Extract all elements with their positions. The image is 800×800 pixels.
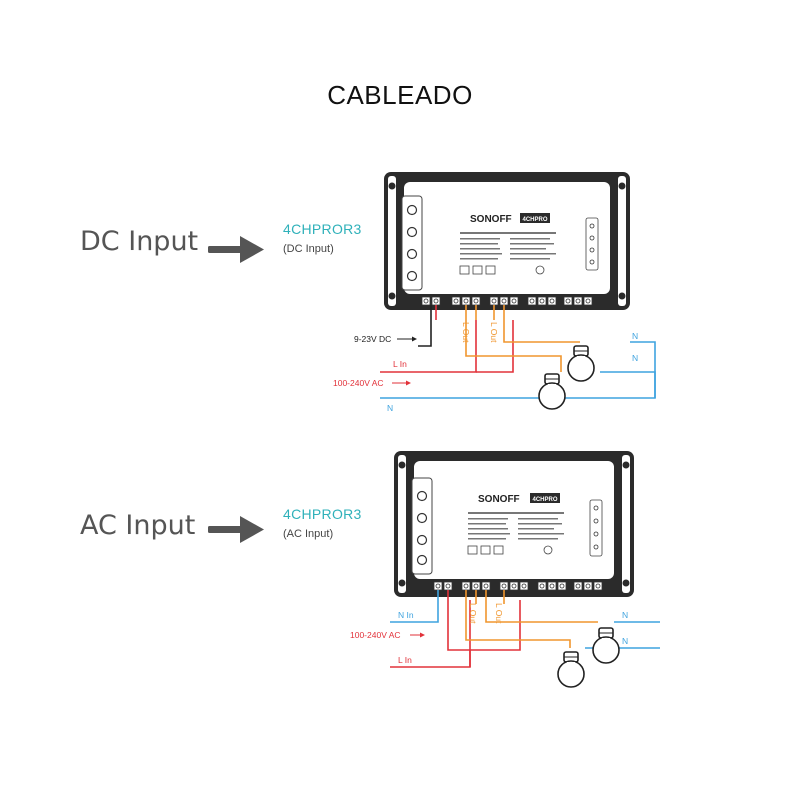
ac-wire-label-n2: N [622, 636, 628, 646]
dc-wiring [380, 305, 656, 399]
dc-wire-label-lout1: L Out [461, 322, 471, 343]
dc-model-name: 4CHPROR3 [283, 221, 362, 237]
ac-device: SONOFF 4CHPRO [394, 451, 634, 597]
dc-wire-label-n1: N [632, 331, 638, 341]
ac-model-name: 4CHPROR3 [283, 506, 362, 522]
dc-model-badge: 4CHPRO [522, 217, 547, 223]
dc-brand-logo: SONOFF [470, 214, 512, 225]
dc-model-subtitle: (DC Input) [283, 243, 334, 255]
page-title: CABLEADO [327, 80, 473, 110]
dc-wire-label-lin: L In [393, 359, 407, 369]
ac-wire-label-n1: N [622, 610, 628, 620]
dc-wire-label-ac: 100-240V AC [333, 378, 384, 388]
light-bulb-icon [567, 345, 595, 382]
right-arrow-icon [208, 516, 264, 543]
light-bulb-icon [538, 373, 566, 410]
light-bulb-icon [592, 627, 620, 664]
ac-brand-logo: SONOFF [478, 494, 520, 505]
light-bulb-icon [557, 651, 585, 688]
ac-wire-label-lout2: L Out [494, 603, 504, 624]
dc-wire-label-lout2: L Out [489, 322, 499, 343]
ac-model-subtitle: (AC Input) [283, 528, 334, 540]
dc-input-label: DC Input [80, 226, 199, 257]
ac-wire-label-lout1: L Out [468, 603, 478, 624]
ac-wire-label-nin: N In [398, 610, 414, 620]
ac-model-badge: 4CHPRO [532, 497, 557, 503]
dc-wire-label-n2: N [632, 353, 638, 363]
ac-input-label: AC Input [80, 510, 196, 541]
dc-wire-label-n: N [387, 403, 393, 413]
dc-wire-label-dc: 9-23V DC [354, 334, 391, 344]
ac-wire-label-ac: 100-240V AC [350, 630, 401, 640]
ac-wiring [390, 590, 660, 668]
right-arrow-icon [208, 236, 264, 263]
ac-wire-label-lin: L In [398, 655, 412, 665]
dc-device: SONOFF 4CHPRO [384, 172, 630, 310]
